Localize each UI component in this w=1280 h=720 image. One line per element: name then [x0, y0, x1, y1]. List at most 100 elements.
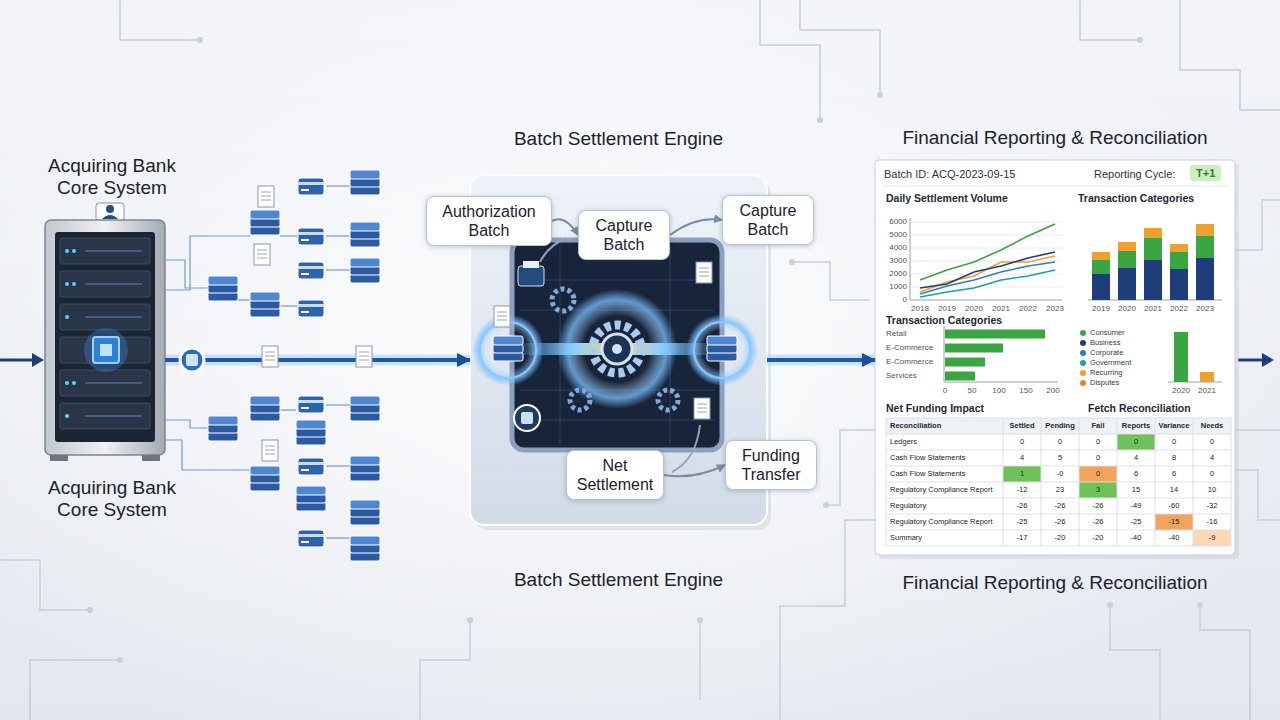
heading: Batch Settlement Engine	[450, 569, 787, 591]
text-label: E-Commerce	[886, 357, 933, 366]
text-label: Needs	[1201, 422, 1224, 430]
legend-text: Disputes	[1090, 379, 1119, 387]
server-outline	[45, 220, 165, 455]
text-label: Net Funding Impact	[886, 402, 984, 414]
illustration-rect	[1155, 514, 1193, 530]
illustration-rect	[1144, 260, 1162, 300]
illustration-circle	[65, 282, 69, 286]
text-label: Transaction Categories	[886, 314, 1002, 326]
illustration-rect	[60, 271, 150, 297]
document-line	[261, 200, 271, 201]
illustration-path	[910, 248, 1062, 249]
stack-slab	[350, 456, 380, 465]
text-label: Cash Flow Statements	[890, 454, 965, 462]
illustration-polygon	[1262, 353, 1274, 367]
illustration-rect	[886, 418, 1231, 546]
server-illustration	[45, 203, 165, 461]
legend-text: Consumer	[1090, 329, 1125, 337]
illustration-rect	[1200, 372, 1214, 382]
document-icon	[494, 306, 510, 327]
illustration-rect	[1092, 274, 1110, 300]
illustration-circle	[65, 381, 69, 385]
card-chip	[301, 239, 309, 241]
connector-glow	[165, 355, 470, 366]
illustration-path	[1003, 418, 1193, 546]
process-box: Funding Transfer	[725, 440, 817, 490]
text-label: Ledgers	[890, 438, 917, 446]
text-label: 3	[1096, 486, 1100, 494]
illustration-rect	[1144, 228, 1162, 238]
illustration-circle	[612, 344, 622, 354]
engine-node: Batch Settlement EngineBatch Settlement …	[470, 122, 767, 602]
text-label: -20	[1055, 534, 1066, 542]
text-label: 0	[1172, 438, 1176, 446]
data-stack-icon	[296, 486, 326, 511]
illustration-circle	[106, 205, 114, 213]
illustration-path	[886, 434, 1231, 530]
text-label: -15	[1169, 518, 1180, 526]
text-label: 0	[1096, 438, 1100, 446]
card-icon	[298, 458, 324, 475]
data-stack-icon	[296, 420, 326, 445]
illustration-circle	[87, 607, 93, 613]
text-label: -26	[1017, 502, 1028, 510]
text-label: -0	[1057, 470, 1064, 478]
illustration-path	[280, 305, 298, 306]
card-stripe	[298, 182, 324, 185]
illustration-rect	[100, 344, 112, 356]
illustration-rect	[1193, 530, 1231, 546]
legend-swatch	[1080, 340, 1086, 346]
illustration-rect	[1196, 224, 1214, 236]
text-label: 50	[968, 386, 977, 395]
illustration-path	[85, 283, 142, 285]
illustration-path	[0, 560, 90, 610]
illustration-rect	[521, 412, 533, 424]
illustration-circle	[72, 249, 76, 253]
illustration-g	[1092, 258, 1214, 300]
card-chip	[301, 469, 309, 471]
illustration-rect	[886, 418, 1231, 434]
stack-slab	[493, 336, 523, 345]
text-label: 4000	[889, 243, 907, 252]
text-label: 2022	[1170, 304, 1188, 313]
illustration-g	[1092, 224, 1214, 260]
text-label: -17	[1017, 534, 1028, 542]
text-label: 0	[903, 295, 907, 304]
document-line	[265, 450, 275, 451]
illustration-circle	[697, 617, 703, 623]
illustration-rect	[1118, 251, 1136, 268]
document-icon	[696, 262, 712, 283]
card-stripe	[298, 400, 324, 403]
text-label: Daily Settlement Volume	[886, 192, 1008, 204]
data-stack-icon	[350, 456, 380, 481]
text-label: 0	[1058, 438, 1062, 446]
illustration-polygon	[32, 353, 44, 367]
stack-slab	[350, 170, 380, 179]
illustration-circle	[480, 322, 536, 378]
text-label: Reports	[1122, 422, 1150, 430]
card-stripe	[298, 534, 324, 537]
document-page	[262, 440, 278, 461]
flow-line-icons	[180, 346, 372, 372]
illustration-path	[910, 235, 1062, 236]
illustration-path	[944, 326, 1058, 382]
text-label: 5000	[889, 230, 907, 239]
illustration-path	[165, 440, 250, 470]
document-page	[356, 346, 372, 367]
text-label: 2023	[1046, 304, 1064, 313]
text-label: Pending	[1045, 422, 1075, 430]
text-label: 200	[1046, 386, 1059, 395]
text-label: -60	[1169, 502, 1180, 510]
text-label: 2019	[938, 304, 956, 313]
text-label: 2019	[1092, 304, 1110, 313]
illustration-rect	[1117, 434, 1155, 450]
illustration-path	[1110, 605, 1160, 720]
document-line	[265, 446, 275, 447]
document-line	[359, 360, 369, 361]
text-label: 5	[1058, 454, 1062, 462]
illustration-rect	[1196, 236, 1214, 258]
illustration-rect	[1079, 482, 1117, 498]
document-line	[265, 352, 275, 353]
card-body	[298, 228, 324, 245]
